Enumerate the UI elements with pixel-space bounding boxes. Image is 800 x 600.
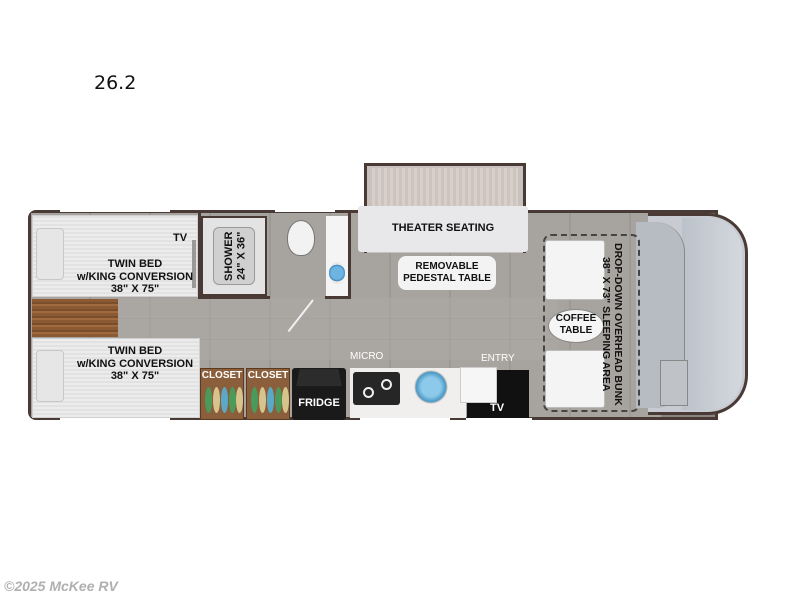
bed-top-size: 38" X 75" bbox=[110, 283, 160, 296]
bed-top-subtitle: w/KING CONVERSION bbox=[76, 270, 194, 283]
shower-pan bbox=[213, 227, 255, 285]
burner bbox=[381, 379, 392, 390]
theater-seating bbox=[358, 206, 528, 252]
entry-tv-label: TV bbox=[490, 402, 505, 414]
hanger bbox=[275, 387, 282, 413]
cab-seat-driver bbox=[545, 350, 605, 408]
bath-wall bbox=[348, 213, 351, 299]
hanger bbox=[221, 387, 228, 413]
hanger bbox=[229, 387, 236, 413]
bathroom-sink bbox=[329, 262, 345, 284]
closet-2-label: CLOSET bbox=[247, 370, 289, 381]
cooktop bbox=[353, 372, 400, 405]
hanger bbox=[251, 387, 258, 413]
bed-tv-label: TV bbox=[173, 232, 188, 244]
model-name: 26.2 bbox=[94, 72, 137, 94]
shower-label: SHOWER 24" X 36" bbox=[223, 230, 248, 282]
bath-wall bbox=[198, 296, 270, 299]
window bbox=[360, 418, 450, 421]
pillow bbox=[36, 228, 64, 280]
cab-step bbox=[660, 360, 688, 406]
hanger bbox=[213, 387, 220, 413]
hanger bbox=[267, 387, 274, 413]
closet-2 bbox=[246, 368, 290, 420]
micro-label: MICRO bbox=[350, 351, 384, 362]
bed-top-title: TWIN BED bbox=[107, 258, 163, 270]
overhead-bunk-outline bbox=[543, 234, 640, 412]
entry-step[interactable] bbox=[460, 367, 497, 403]
table-label: REMOVABLE PEDESTAL TABLE bbox=[398, 261, 496, 284]
bunk-line2: 38" X 73" SLEEPING AREA bbox=[600, 256, 613, 392]
entry-label: ENTRY bbox=[481, 353, 515, 364]
fridge-top bbox=[296, 369, 342, 387]
window bbox=[275, 209, 335, 212]
window bbox=[60, 418, 170, 421]
bath-wall bbox=[198, 213, 201, 299]
window bbox=[60, 209, 170, 212]
kitchen-sink bbox=[414, 370, 448, 404]
vanity bbox=[326, 216, 348, 296]
coffee-line1: COFFEE bbox=[555, 313, 597, 324]
pedestal-table bbox=[398, 256, 496, 290]
fridge-label: FRIDGE bbox=[298, 397, 340, 409]
closet-1-label: CLOSET bbox=[201, 370, 243, 381]
bed-top-label: TWIN BED w/KING CONVERSION 38" X 75" bbox=[70, 258, 200, 296]
bunk-label: DROP-DOWN OVERHEAD BUNK 38" X 73" SLEEPI… bbox=[600, 238, 624, 410]
hanger bbox=[236, 387, 243, 413]
bed-bottom-subtitle: w/KING CONVERSION bbox=[76, 357, 194, 370]
burner bbox=[363, 387, 374, 398]
hanger bbox=[259, 387, 266, 413]
pillow bbox=[36, 350, 64, 402]
closet-1 bbox=[200, 368, 244, 420]
shower-title: SHOWER bbox=[223, 231, 235, 281]
bed-bottom-title: TWIN BED bbox=[107, 345, 163, 357]
coffee-table-label: COFFEE TABLE bbox=[548, 313, 604, 336]
hanger bbox=[205, 387, 212, 413]
bath-wall bbox=[325, 296, 351, 299]
nightstand bbox=[32, 299, 118, 337]
copyright: ©2025 McKee RV bbox=[4, 578, 118, 594]
toilet bbox=[287, 220, 315, 256]
hanger bbox=[282, 387, 289, 413]
bed-bottom-size: 38" X 75" bbox=[110, 370, 160, 383]
theater-label: THEATER SEATING bbox=[391, 222, 495, 234]
table-line2: PEDESTAL TABLE bbox=[403, 272, 491, 284]
bed-bottom-label: TWIN BED w/KING CONVERSION 38" X 75" bbox=[70, 345, 200, 383]
windshield bbox=[682, 218, 742, 410]
cab-seat-passenger bbox=[545, 240, 605, 300]
entry-door[interactable] bbox=[466, 418, 532, 421]
bunk-line1: DROP-DOWN OVERHEAD BUNK bbox=[612, 242, 625, 406]
table-line1: REMOVABLE bbox=[415, 261, 479, 272]
coffee-table bbox=[548, 309, 604, 343]
seat-backrest bbox=[372, 168, 518, 206]
shower-size: 24" X 36" bbox=[235, 231, 248, 281]
tv-mount bbox=[192, 240, 196, 288]
coffee-line2: TABLE bbox=[559, 324, 593, 336]
